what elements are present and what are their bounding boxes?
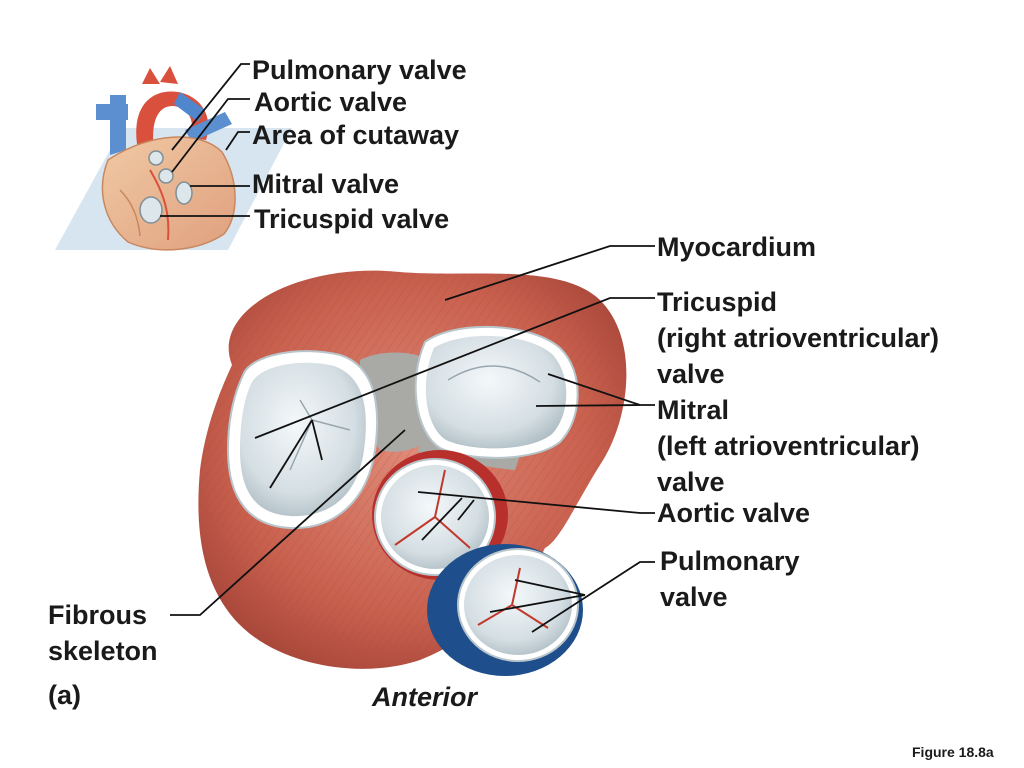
- leader-pulmonary-branch2: [514, 579, 586, 596]
- leader-mitral-b: [535, 404, 641, 407]
- leader-aortic-branch2: [457, 499, 475, 521]
- label-tricuspid-line-1: Tricuspid: [657, 287, 778, 317]
- label-fibrous-skeleton: Fibrous skeleton: [48, 597, 158, 669]
- leader-tricuspid-branch2: [311, 419, 323, 461]
- orientation-label: Anterior: [372, 682, 478, 712]
- inset-pulmonary-valve: [148, 150, 164, 166]
- label-pulmonary-line-2: valve: [660, 582, 728, 612]
- label-tricuspid-line-2: (right atrioventricular): [657, 323, 940, 353]
- label-inset-tricuspid-valve: Tricuspid valve: [254, 204, 450, 234]
- mitral-valve: [414, 325, 579, 459]
- leader-tricuspid-branch: [269, 419, 313, 489]
- label-myocardium: Myocardium: [657, 232, 817, 262]
- label-fibrous-line-1: Fibrous: [48, 600, 147, 630]
- panel-letter: (a): [48, 680, 81, 710]
- inset-heart: [55, 66, 292, 251]
- label-inset-mitral-valve: Mitral valve: [252, 169, 400, 199]
- label-fibrous-line-2: skeleton: [48, 636, 158, 666]
- label-inset-aortic-valve: Aortic valve: [254, 87, 408, 117]
- label-inset-pulmonary-valve: Pulmonary valve: [252, 55, 467, 85]
- leader-tricuspid: [254, 297, 655, 439]
- inset-aortic-valve: [158, 168, 174, 184]
- tricuspid-valve: [226, 350, 379, 530]
- label-mitral-line-2: (left atrioventricular): [657, 431, 920, 461]
- leader-aortic: [417, 491, 655, 514]
- label-tricuspid-line-3: valve: [657, 359, 725, 389]
- leader-inset-pulmonary: [171, 63, 250, 151]
- leader-myocardium: [444, 245, 655, 301]
- label-mitral-line-1: Mitral: [657, 395, 730, 425]
- figure-number: Figure 18.8a: [912, 744, 994, 760]
- leader-inset-aortic: [171, 98, 250, 173]
- inset-tricuspid-valve: [139, 196, 163, 224]
- label-mitral-line-3: valve: [657, 467, 725, 497]
- label-mitral: Mitral (left atrioventricular) valve: [657, 392, 920, 500]
- label-pulmonary-line-1: Pulmonary: [660, 546, 800, 576]
- leader-aortic-branch: [421, 497, 463, 541]
- aortic-valve: [372, 450, 508, 580]
- inset-mitral-valve: [175, 181, 193, 205]
- leader-pulmonary-branch: [489, 594, 586, 613]
- leader-inset-cutaway: [225, 131, 250, 151]
- leader-lines: [160, 63, 655, 633]
- label-tricuspid: Tricuspid (right atrioventricular) valve: [657, 284, 939, 392]
- label-pulmonary: Pulmonary valve: [660, 543, 800, 615]
- leader-fibrous: [170, 429, 406, 616]
- label-aortic-valve: Aortic valve: [657, 498, 811, 528]
- label-inset-area-of-cutaway: Area of cutaway: [252, 120, 460, 150]
- leader-pulmonary: [531, 561, 655, 633]
